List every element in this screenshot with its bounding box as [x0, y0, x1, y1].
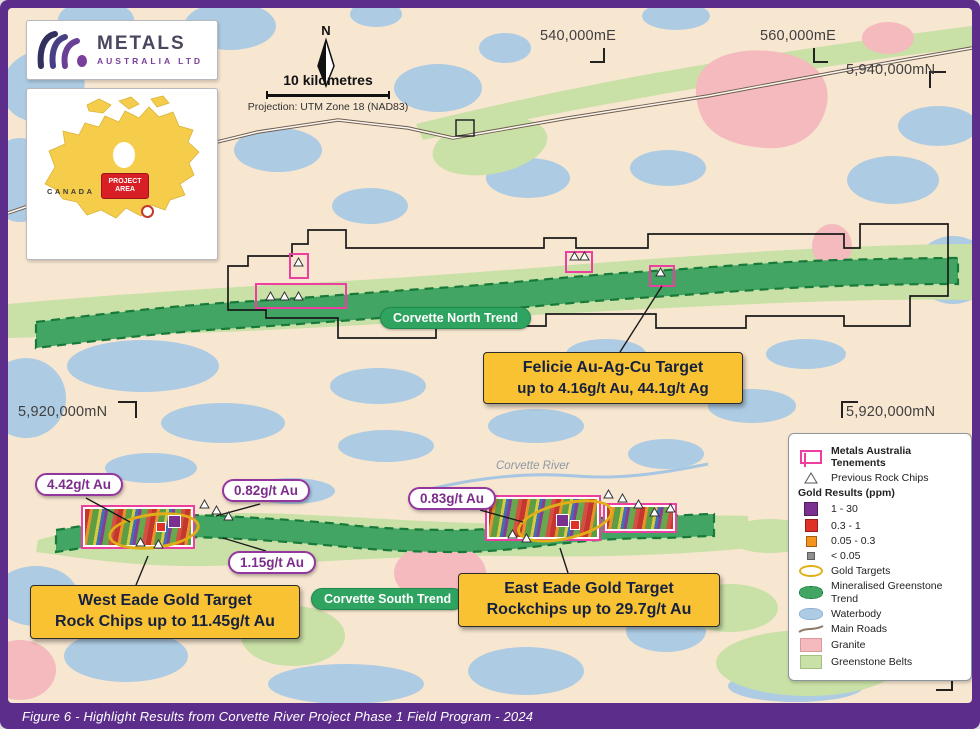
legend-gold-1-30-label: 1 - 30 [831, 503, 858, 516]
gold-result-marker [156, 522, 166, 532]
scale-distance-label: 10 kilometres [283, 72, 373, 88]
legend-gold-results-header: Gold Results (ppm) [798, 487, 895, 500]
legend-granite-label: Granite [831, 638, 866, 651]
legend-rock-chips-label: Previous Rock Chips [831, 472, 929, 485]
east-eade-callout-line1: East Eade Gold Target [504, 580, 674, 597]
scale-bar [266, 91, 390, 99]
legend-roads-label: Main Roads [831, 622, 888, 635]
easting-label-560000: 560,000mE [760, 28, 836, 44]
legend-item-gold-lt-005: < 0.05 [798, 550, 962, 562]
gold-result-marker [168, 515, 181, 528]
gold-result-1-30-swatch [798, 502, 824, 517]
logo-text: METALS AUSTRALIA LTD [97, 34, 203, 66]
gold-result-03-1-swatch [798, 519, 824, 533]
legend-item-mineralised-trend: Mineralised Greenstone Trend [798, 580, 962, 605]
metals-australia-logo-icon [37, 31, 87, 69]
west-eade-callout-line2: Rock Chips up to 11.45g/t Au [55, 612, 275, 630]
canada-label: CANADA [47, 187, 95, 196]
project-area-badge: PROJECT AREA [101, 173, 149, 199]
tenement-boundary [227, 223, 949, 339]
legend-item-waterbody: Waterbody [798, 608, 962, 620]
gold-result-marker [556, 514, 569, 527]
figure-caption: Figure 6 - Highlight Results from Corvet… [22, 709, 534, 724]
tenement-symbol-icon [798, 450, 824, 468]
legend-item-main-roads: Main Roads [798, 623, 962, 635]
gold-result-005-03-swatch [798, 535, 824, 547]
northing-label-5940000: 5,940,000mN [846, 62, 936, 78]
rock-chip-triangle-icon [798, 472, 824, 484]
logo-subtitle: AUSTRALIA LTD [97, 56, 204, 66]
east-eade-target-callout: East Eade Gold Target Rockchips up to 29… [458, 573, 720, 627]
map-canvas: METALS AUSTRALIA LTD CANADA PROJECT AREA… [8, 8, 972, 703]
northing-label-5920000-right: 5,920,000mN [846, 404, 936, 420]
gold-result-marker [570, 520, 580, 530]
legend-item-tenements: Metals Australia Tenements [798, 445, 962, 469]
legend-waterbody-label: Waterbody [831, 607, 882, 620]
canada-silhouette [44, 95, 200, 219]
legend-item-greenstone: Greenstone Belts [798, 654, 962, 669]
legend-item-gold-targets: Gold Targets [798, 565, 962, 578]
legend-item-gold-1-30: 1 - 30 [798, 502, 962, 517]
corvette-south-trend-label: Corvette South Trend [311, 588, 465, 610]
legend-gold-005-03-label: 0.05 - 0.3 [831, 535, 876, 548]
assay-label-0-83: 0.83g/t Au [408, 487, 497, 510]
legend-item-gold-005-03: 0.05 - 0.3 [798, 535, 962, 547]
felicie-callout-line1: Felicie Au-Ag-Cu Target [522, 359, 704, 376]
east-eade-rockchip-raster-extension [603, 503, 677, 533]
east-eade-callout-line2: Rockchips up to 29.7g/t Au [486, 600, 692, 618]
legend-gold-03-1-label: 0.3 - 1 [831, 519, 861, 532]
legend-item-gold-03-1: 0.3 - 1 [798, 519, 962, 533]
legend-gold-results-header-row: Gold Results (ppm) [798, 487, 962, 499]
corvette-river-label: Corvette River [496, 460, 570, 472]
scale-bar-group: 10 kilometres Projection: UTM Zone 18 (N… [236, 72, 420, 113]
west-eade-target-callout: West Eade Gold Target Rock Chips up to 1… [30, 585, 300, 639]
map-legend: Metals Australia Tenements Previous Rock… [788, 433, 972, 681]
legend-gold-lt-005-label: < 0.05 [831, 550, 861, 563]
svg-text:N: N [321, 23, 330, 38]
assay-label-0-82: 0.82g/t Au [222, 479, 311, 502]
company-logo-card: METALS AUSTRALIA LTD [26, 20, 218, 80]
tenement-block-small [455, 119, 475, 137]
north-arrow-icon: N [317, 23, 335, 89]
felicie-callout-line2: up to 4.16g/t Au, 44.1g/t Ag [517, 379, 709, 397]
legend-item-granite: Granite [798, 637, 962, 652]
granite-swatch [798, 637, 824, 652]
legend-greenstone-label: Greenstone Belts [831, 655, 913, 668]
greenstone-swatch [798, 654, 824, 669]
legend-tenements-label: Metals Australia Tenements [831, 445, 912, 470]
waterbody-swatch [798, 607, 824, 620]
assay-label-1-15: 1.15g/t Au [228, 551, 317, 574]
gold-target-ellipse-icon [798, 565, 824, 578]
easting-label-540000: 540,000mE [540, 28, 616, 44]
legend-gold-targets-label: Gold Targets [831, 565, 891, 578]
gold-result-lt-005-swatch [798, 552, 824, 561]
sample-site-rects [255, 251, 675, 309]
projection-label: Projection: UTM Zone 18 (NAD83) [247, 101, 409, 113]
canada-inset-map: CANADA PROJECT AREA [26, 88, 218, 260]
project-area-marker-icon [141, 205, 154, 218]
legend-mineralised-label: Mineralised Greenstone Trend [831, 580, 943, 605]
assay-label-4-42: 4.42g/t Au [35, 473, 124, 496]
west-eade-callout-line1: West Eade Gold Target [78, 592, 252, 609]
main-roads-icon [798, 623, 824, 635]
legend-item-rock-chips: Previous Rock Chips [798, 472, 962, 484]
corvette-north-trend-label: Corvette North Trend [380, 307, 532, 329]
felicie-target-callout: Felicie Au-Ag-Cu Target up to 4.16g/t Au… [483, 352, 743, 405]
northing-label-5920000-left: 5,920,000mN [18, 404, 108, 420]
mineralised-trend-swatch [798, 586, 824, 599]
logo-title: METALS [97, 33, 186, 54]
